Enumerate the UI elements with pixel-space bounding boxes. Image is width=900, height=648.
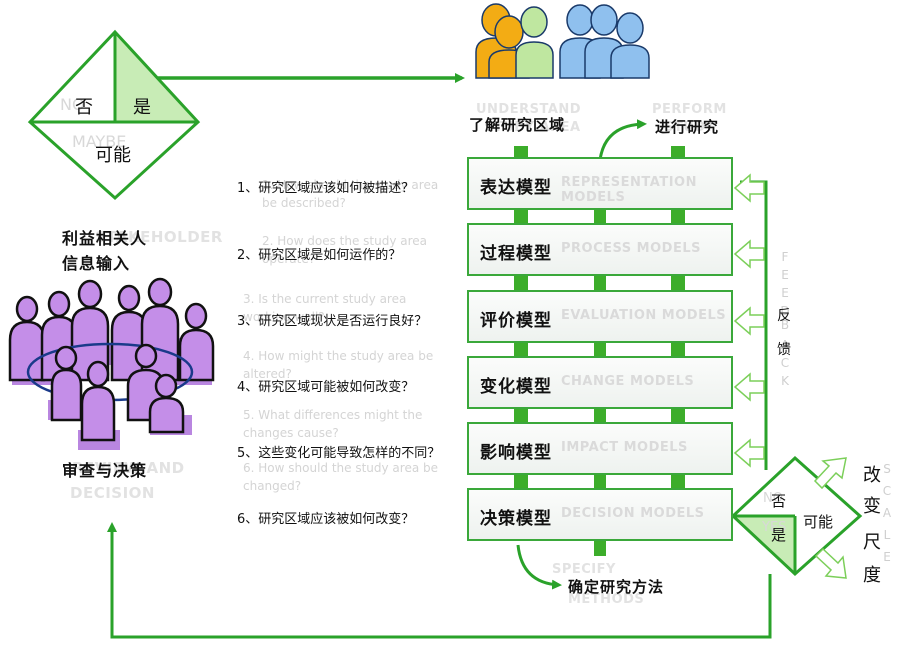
model-ghost-impact: IMPACT MODELS <box>561 440 688 455</box>
question-2-en: 2. How does the study area operate? <box>262 234 428 266</box>
specify-ghost-line1: SPECIFY <box>552 562 616 577</box>
top-decision-diamond <box>27 29 201 201</box>
scale-cn-3: 尺 <box>863 532 881 553</box>
feedback-cn-1: 反 <box>777 308 791 324</box>
top-diamond-maybe: 可能 <box>95 145 131 166</box>
question-5-cn: 5、这些变化可能导致怎样的不同？ <box>237 446 441 461</box>
model-title-decision: 决策模型 <box>480 509 552 529</box>
feedback-ghost-letter: K <box>781 374 789 388</box>
question-1-cn: 1、研究区域应该如何被描述？ <box>237 181 415 196</box>
feedback-ghost-letter: A <box>780 338 790 352</box>
understand-label: 了解研究区域 <box>469 116 566 134</box>
feedback-ghost-letter: E <box>781 268 789 282</box>
top-diamond-no: 否 <box>75 97 93 118</box>
stakeholder-ghost: STAKEHOLDER <box>95 228 223 246</box>
model-box-representation: REPRESENTATION MODELS 表达模型 <box>467 157 733 210</box>
model-box-impact: IMPACT MODELS 影响模型 <box>467 422 733 475</box>
model-title-representation: 表达模型 <box>480 178 552 198</box>
model-ghost-change: CHANGE MODELS <box>561 374 695 389</box>
model-title-impact: 影响模型 <box>480 443 552 463</box>
review-ghost-line1: REVIEW AND <box>72 459 185 477</box>
right-diamond-yes: 是 <box>771 526 787 544</box>
top-diamond-ghost-no: NO <box>60 95 85 114</box>
question-6-en: 6. How should the study area be changed? <box>243 461 439 493</box>
right-diamond-ghost-yes: YES <box>762 520 787 535</box>
question-2-cn: 2、研究区域是如何运作的？ <box>237 248 402 263</box>
review-ghost-line2: DECISION <box>70 484 155 502</box>
perform-ghost-line1: PERFORM <box>652 102 727 117</box>
model-box-change: CHANGE MODELS 变化模型 <box>467 356 733 409</box>
specify-label: 确定研究方法 <box>568 578 665 596</box>
top-diamond-yes: 是 <box>133 97 151 118</box>
question-6-cn: 6、研究区域应该被如何改变？ <box>237 512 415 527</box>
right-decision-diamond <box>730 455 863 577</box>
feedback-arrows <box>733 173 765 468</box>
question-5-en: 5. What differences might the changes ca… <box>243 408 423 440</box>
scale-cn-4: 度 <box>863 565 881 586</box>
model-ghost-decision: DECISION MODELS <box>561 506 705 521</box>
perform-ghost-line2: STUDY <box>664 120 715 135</box>
stakeholder-crowd-icon <box>8 277 215 450</box>
scale-ghost-letter: L <box>883 528 891 542</box>
specify-arrow <box>516 544 562 590</box>
right-diamond-maybe: 可能 <box>803 513 834 531</box>
feedback-ghost-letter: B <box>780 318 790 332</box>
stakeholder-line1: 利益相关人 <box>62 229 148 248</box>
model-title-evaluation: 评价模型 <box>480 311 552 331</box>
stakeholder-line2: 信息输入 <box>62 254 131 273</box>
scale-ghost-letter: C <box>882 484 892 498</box>
model-title-change: 变化模型 <box>480 377 552 397</box>
model-ghost-process: PROCESS MODELS <box>561 241 701 256</box>
top-diamond-ghost-maybe: MAYBE <box>72 132 127 151</box>
understand-ghost-line1: UNDERSTAND <box>476 102 582 117</box>
scale-cn-1: 改 <box>863 465 881 486</box>
review-label: 审查与决策 <box>62 461 148 480</box>
model-title-process: 过程模型 <box>480 244 552 264</box>
feedback-ghost-letter: F <box>781 250 789 264</box>
model-box-evaluation: EVALUATION MODELS 评价模型 <box>467 290 733 343</box>
question-4-en: 4. How might the study area be altered? <box>243 349 434 381</box>
study-team-people-icon <box>475 3 650 79</box>
model-ghost-representation: REPRESENTATION MODELS <box>561 175 697 205</box>
specify-ghost-line2: METHODS <box>568 592 645 607</box>
right-diamond-ghost-no: NO <box>763 491 783 506</box>
scale-ghost-letter: S <box>883 462 891 476</box>
return-line <box>107 522 772 639</box>
model-box-decision: DECISION MODELS 决策模型 <box>467 488 733 541</box>
model-box-process: PROCESS MODELS 过程模型 <box>467 223 733 276</box>
scale-cn-2: 变 <box>863 496 881 517</box>
right-diamond-no: 否 <box>771 492 787 510</box>
model-ghost-evaluation: EVALUATION MODELS <box>561 308 727 323</box>
question-3-cn: 3、研究区域现状是否运行良好？ <box>237 314 428 329</box>
perform-label: 进行研究 <box>655 118 720 136</box>
feedback-cn-2: 馈 <box>777 342 791 358</box>
feedback-ghost-letter: C <box>780 356 790 370</box>
scale-ghost-letter: E <box>883 550 891 564</box>
feedback-ghost-letter: E <box>781 286 789 300</box>
scale-ghost-letter: A <box>882 506 892 520</box>
understand-ghost-line2: STUDY AREA <box>484 120 581 135</box>
scale-arrows <box>813 457 847 579</box>
feedback-ghost-letter: D <box>780 304 790 318</box>
question-1-en: 1. How should the study area be describe… <box>262 178 439 210</box>
question-4-cn: 4、研究区域可能被如何改变？ <box>237 380 415 395</box>
perform-arrow <box>598 119 647 161</box>
question-3-en: 3. Is the current study area working wel… <box>243 292 407 324</box>
